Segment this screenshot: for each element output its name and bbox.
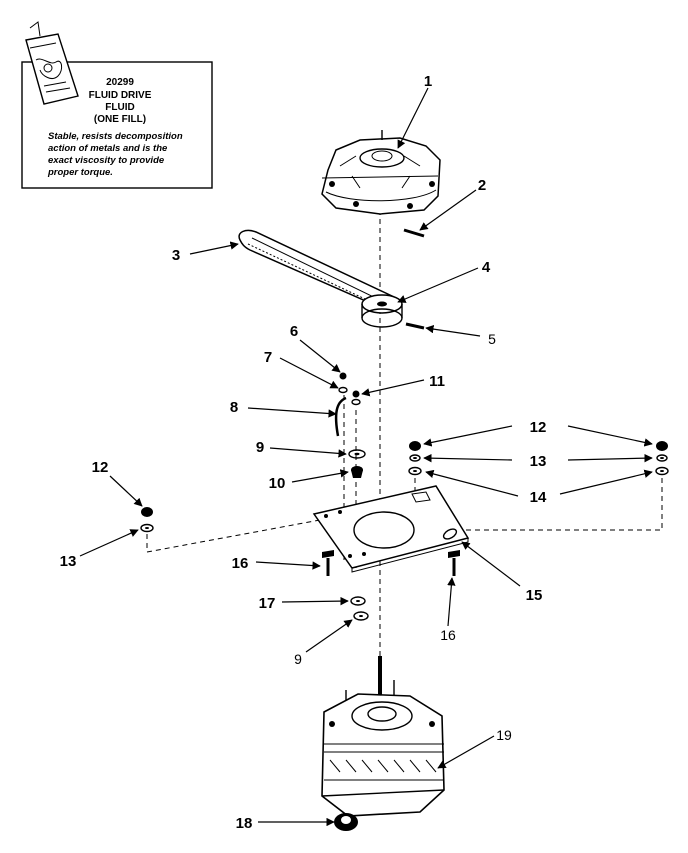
hardware-stack-far-left — [140, 507, 154, 533]
info-title-line1: FLUID DRIVE — [89, 90, 152, 101]
washer-17 — [350, 596, 366, 606]
info-desc-line1: Stable, resists decomposition — [48, 131, 183, 142]
callout-9-upper: 9 — [256, 439, 264, 456]
washer-lower — [353, 611, 369, 621]
motor-switch — [334, 813, 358, 831]
callout-5: 5 — [488, 331, 496, 347]
callout-labels: 1 2 3 4 5 6 7 8 9 10 11 12 12 13 13 14 1… — [60, 73, 547, 832]
callout-8: 8 — [230, 399, 238, 416]
callout-leaders — [79, 87, 653, 827]
callout-12-left: 12 — [92, 459, 109, 476]
callout-2: 2 — [478, 177, 486, 194]
callout-1: 1 — [424, 73, 432, 90]
callout-13-left: 13 — [60, 553, 77, 570]
hardware-stack-left — [408, 441, 422, 476]
info-desc-line4: proper torque. — [47, 167, 113, 178]
callout-6: 6 — [290, 323, 298, 340]
callout-4: 4 — [482, 259, 491, 276]
drive-pin — [403, 228, 425, 238]
callout-18: 18 — [236, 815, 253, 832]
info-desc-line2: action of metals and is the — [48, 143, 168, 154]
info-title-line3: (ONE FILL) — [94, 114, 146, 125]
drive-motor — [321, 656, 445, 817]
fluid-info-box: 20299 FLUID DRIVE FLUID (ONE FILL) Stabl… — [21, 21, 213, 189]
info-title-line2: FLUID — [105, 102, 134, 113]
callout-17: 17 — [259, 595, 276, 612]
callout-16-right: 16 — [440, 627, 456, 643]
small-hardware-upper — [338, 372, 361, 406]
callout-16-left: 16 — [232, 555, 249, 572]
info-desc-line3: exact viscosity to provide — [48, 155, 165, 166]
bolt-right — [448, 550, 460, 576]
callout-11: 11 — [429, 373, 445, 390]
wire-clip — [334, 396, 347, 437]
bolt-left — [322, 550, 334, 576]
fluid-bottle-icon — [25, 21, 79, 105]
callout-7: 7 — [264, 349, 272, 366]
info-part-number: 20299 — [106, 77, 134, 88]
callout-3: 3 — [172, 247, 180, 264]
motor-mounting-plate — [312, 485, 470, 573]
grommet — [351, 466, 363, 478]
callout-10: 10 — [269, 475, 286, 492]
callout-13-right: 13 — [530, 453, 547, 470]
callout-14: 14 — [530, 489, 547, 506]
callout-19: 19 — [496, 727, 512, 743]
washer-upper — [348, 449, 366, 459]
callout-15: 15 — [526, 587, 543, 604]
fluid-drive-housing — [321, 130, 441, 215]
hardware-stack-right — [655, 441, 669, 476]
set-screw — [405, 322, 425, 330]
motor-pulley — [361, 294, 403, 328]
callout-12-right: 12 — [530, 419, 547, 436]
callout-9-lower: 9 — [294, 651, 302, 667]
